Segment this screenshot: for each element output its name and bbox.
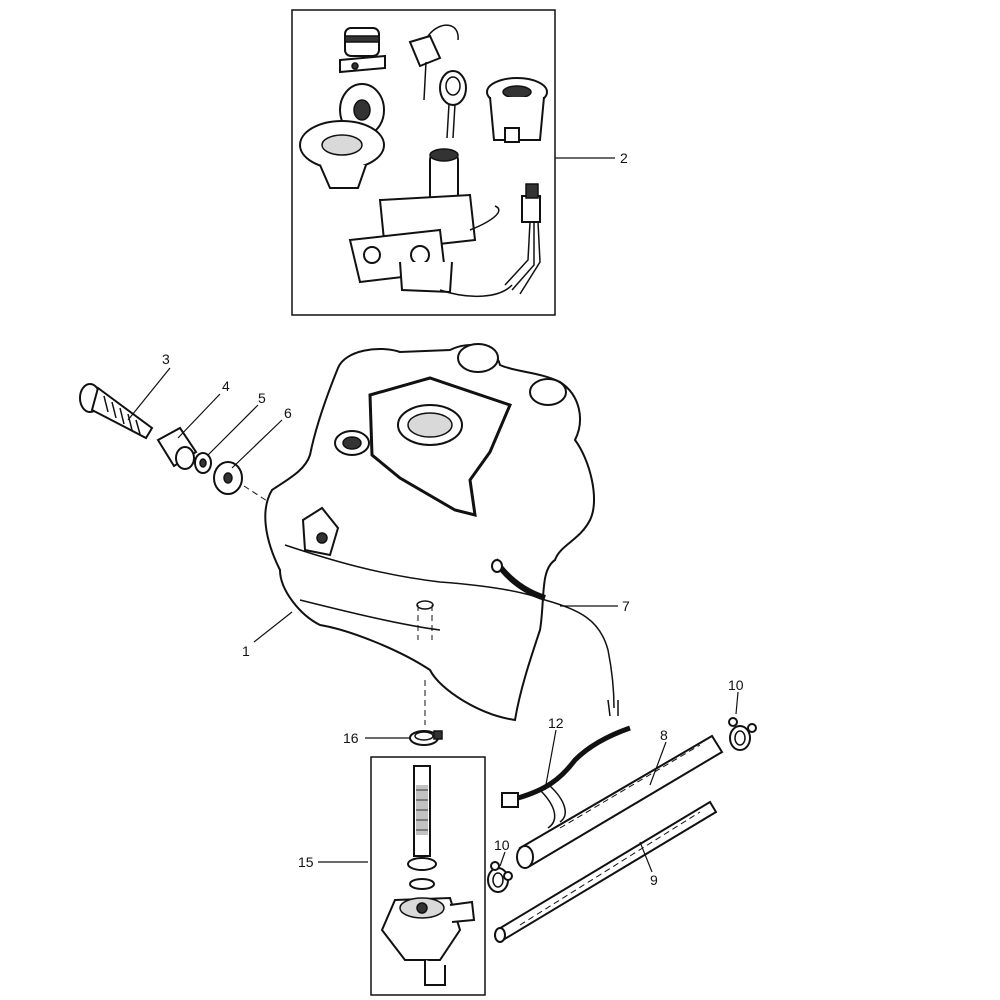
spring-washer	[194, 452, 212, 474]
spacer-collar	[156, 426, 198, 470]
label-part-9: 9	[650, 872, 658, 888]
ignition-switch	[348, 148, 513, 298]
lock-guide-sleeve	[486, 77, 548, 143]
seat-lock-cylinder	[339, 27, 386, 74]
vent-hose-end	[607, 699, 619, 717]
leader-lines	[127, 157, 739, 873]
fuel-gauge-harness	[501, 725, 631, 829]
hose-clamp-small	[409, 730, 443, 746]
label-part-7: 7	[622, 598, 630, 614]
label-part-6: 6	[284, 405, 292, 421]
ignition-key	[439, 70, 467, 139]
fuel-hose	[516, 734, 724, 869]
fuel-cap	[299, 83, 385, 189]
label-part-4: 4	[222, 378, 230, 394]
label-part-10-upper: 10	[728, 677, 744, 693]
label-part-8: 8	[660, 727, 668, 743]
flat-washer	[213, 461, 243, 495]
lock-set-group	[291, 9, 556, 316]
hose-clamp-upper	[728, 717, 757, 751]
fuel-cock-frame	[370, 756, 486, 996]
mounting-bolt	[79, 383, 154, 440]
lock-set-frame	[291, 9, 556, 316]
label-part-16: 16	[343, 730, 359, 746]
label-part-2: 2	[620, 150, 628, 166]
label-part-1: 1	[242, 643, 250, 659]
label-part-10-lower: 10	[494, 837, 510, 853]
callout-labels: 2 3 4 5 6 1 7 16 15 12 8 9 10 10	[162, 150, 744, 888]
fuel-cock-group	[370, 756, 486, 996]
switch-wiring-connector	[504, 183, 541, 295]
label-part-3: 3	[162, 351, 170, 367]
vacuum-hose	[494, 800, 718, 943]
hose-clamp-lower	[487, 861, 513, 893]
key-with-fob	[408, 24, 459, 101]
label-part-15: 15	[298, 854, 314, 870]
label-part-12: 12	[548, 715, 564, 731]
label-part-5: 5	[258, 390, 266, 406]
fuel-tank	[264, 343, 596, 722]
vent-hose	[544, 599, 615, 709]
